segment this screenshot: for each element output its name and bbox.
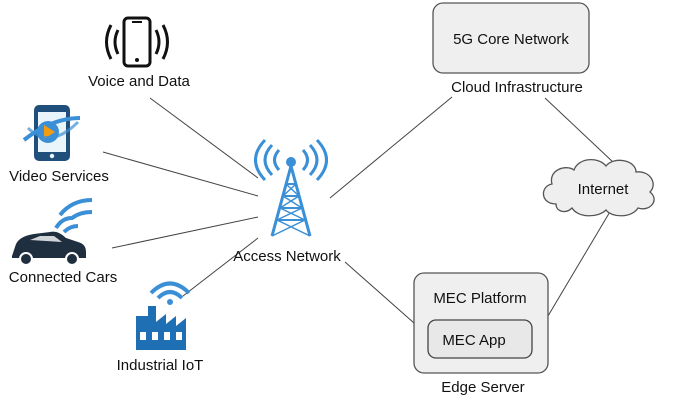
edge-voice-access — [149, 97, 259, 179]
video-phone-icon — [22, 105, 81, 161]
cell-tower-icon — [254, 138, 328, 237]
connected-cars-label: Connected Cars — [9, 269, 117, 286]
edge-iot-access — [182, 237, 259, 297]
edge-video-access — [102, 151, 259, 197]
cloud-icon — [542, 159, 655, 217]
industrial-iot-label: Industrial IoT — [117, 357, 204, 374]
edge-cars-access — [111, 216, 259, 249]
connections — [102, 96, 615, 324]
edge-access-edge — [344, 261, 415, 324]
factory-icon — [136, 281, 191, 350]
edge-server-label: Edge Server — [441, 379, 524, 396]
mec-platform-label: MEC Platform — [433, 290, 526, 307]
access-network-label: Access Network — [233, 248, 341, 265]
core-network-box — [432, 2, 590, 74]
phone-icon — [105, 16, 169, 68]
video-services-label: Video Services — [9, 168, 109, 185]
edge-internet-edge — [547, 204, 615, 317]
connected-car-icon — [12, 198, 93, 266]
internet-label: Internet — [578, 181, 630, 198]
voice-and-data-label: Voice and Data — [88, 73, 190, 90]
core-network-label: 5G Core Network — [453, 31, 569, 48]
mec-app-box — [427, 319, 533, 359]
edge-core-internet — [544, 97, 615, 164]
mec-app-label: MEC App — [442, 332, 505, 349]
cloud-infrastructure-label: Cloud Infrastructure — [451, 79, 583, 96]
edge-access-core — [329, 96, 453, 199]
